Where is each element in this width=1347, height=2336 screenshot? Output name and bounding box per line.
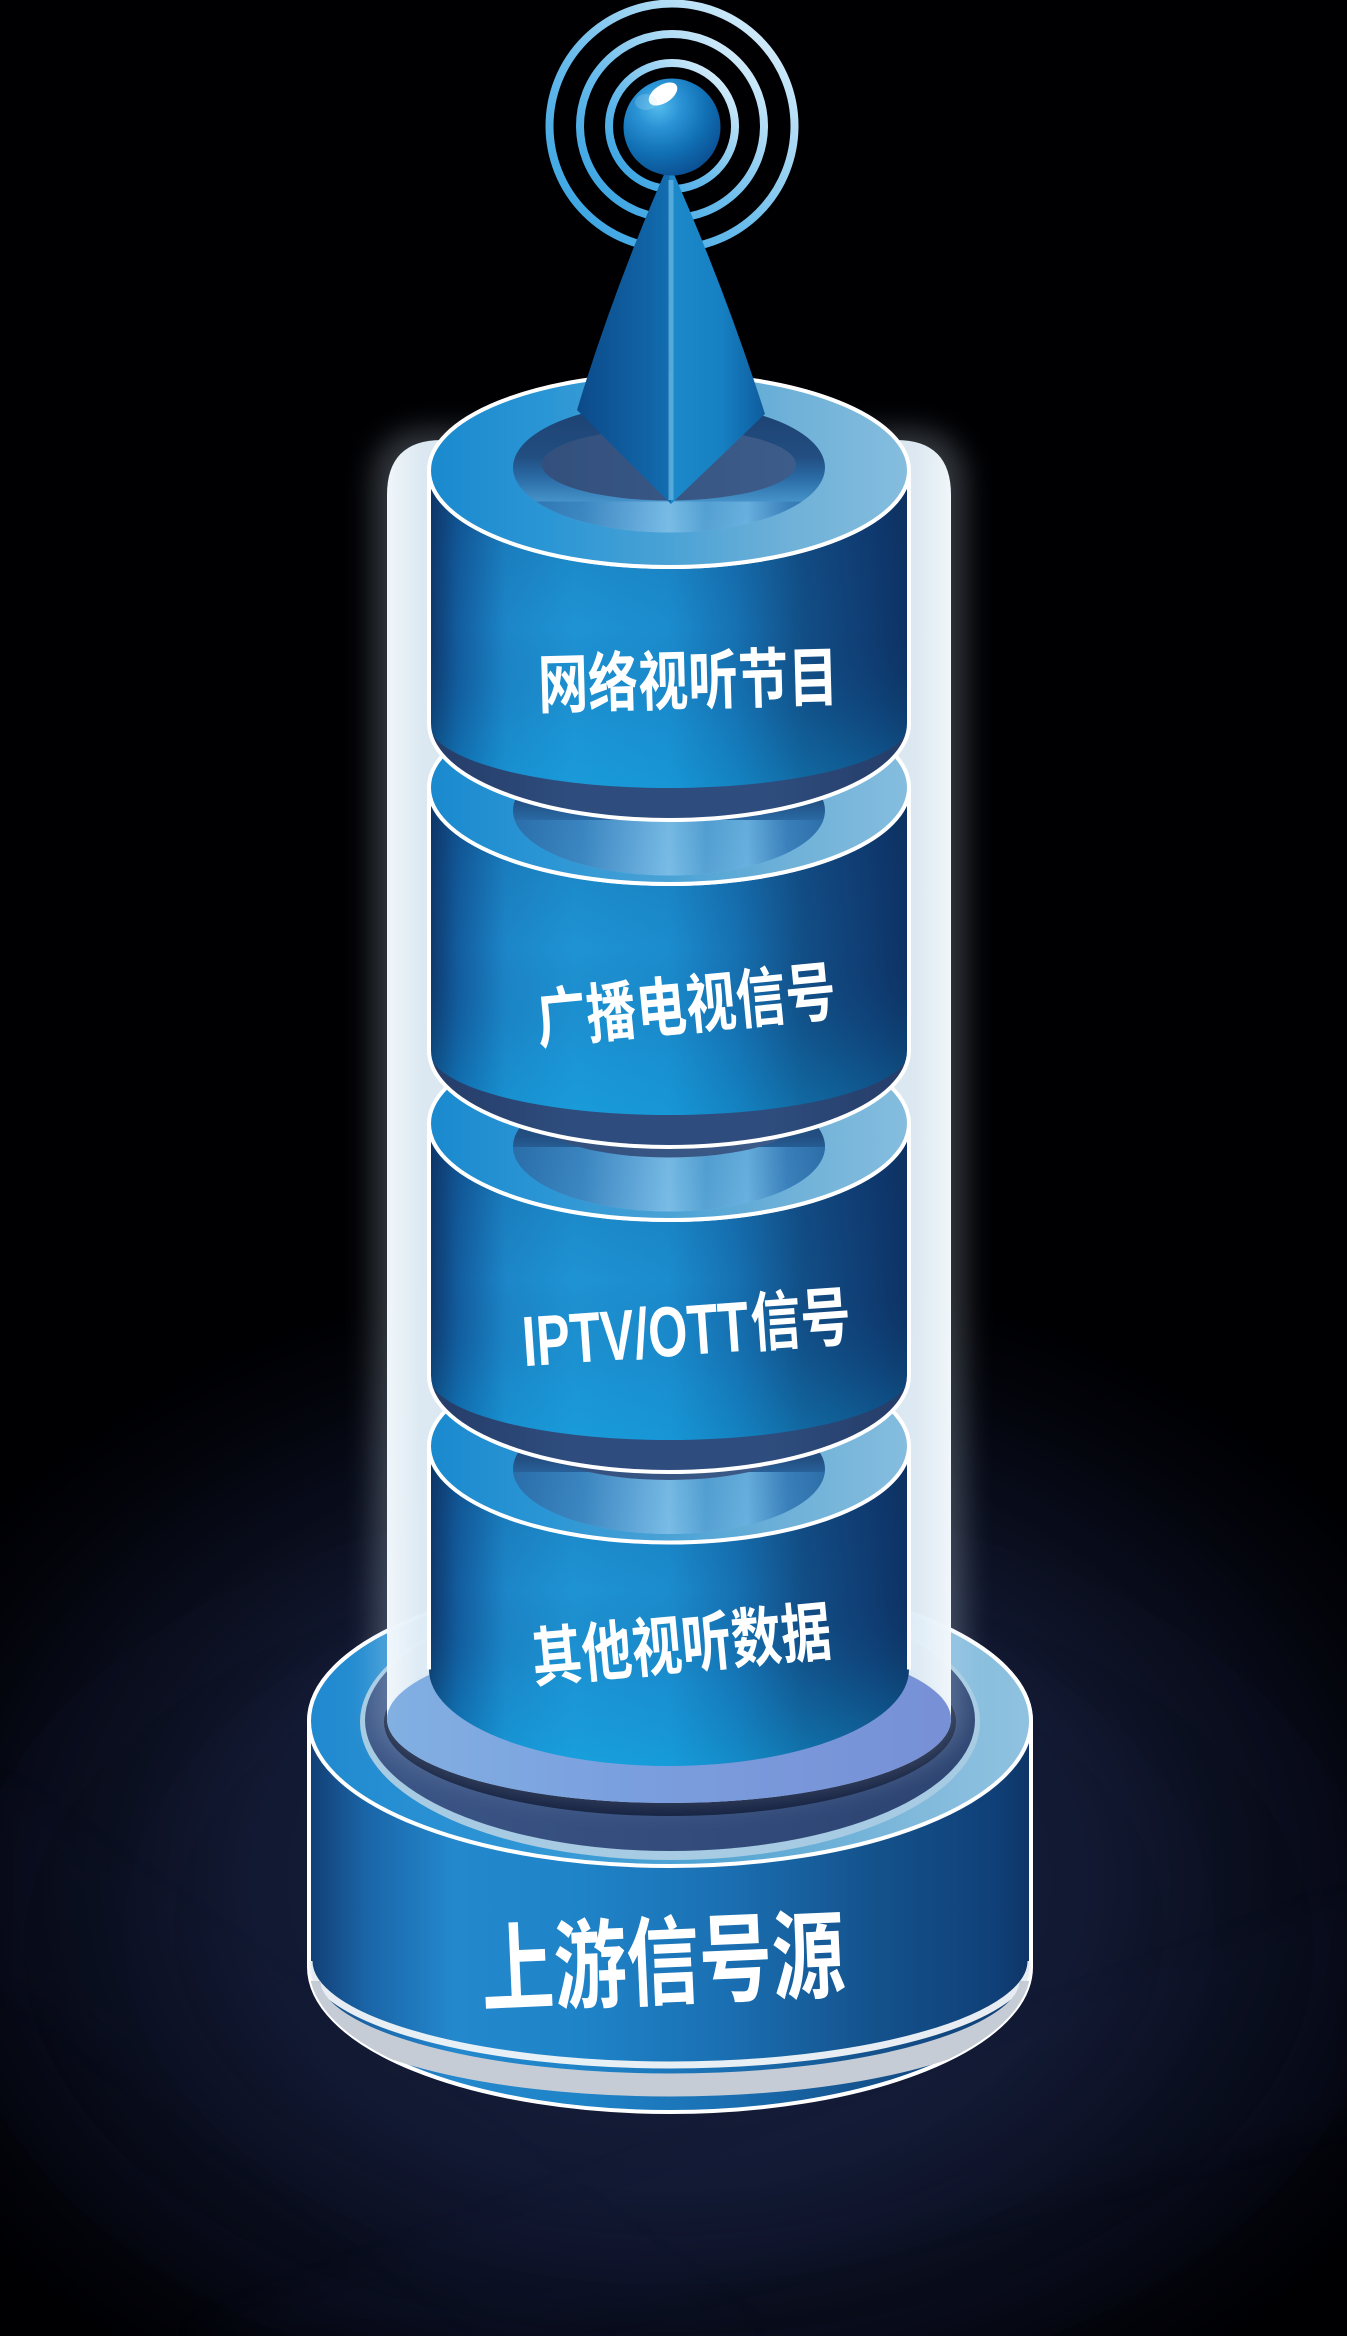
svg-text:IPTV/OTT: IPTV/OTT <box>520 1287 752 1382</box>
